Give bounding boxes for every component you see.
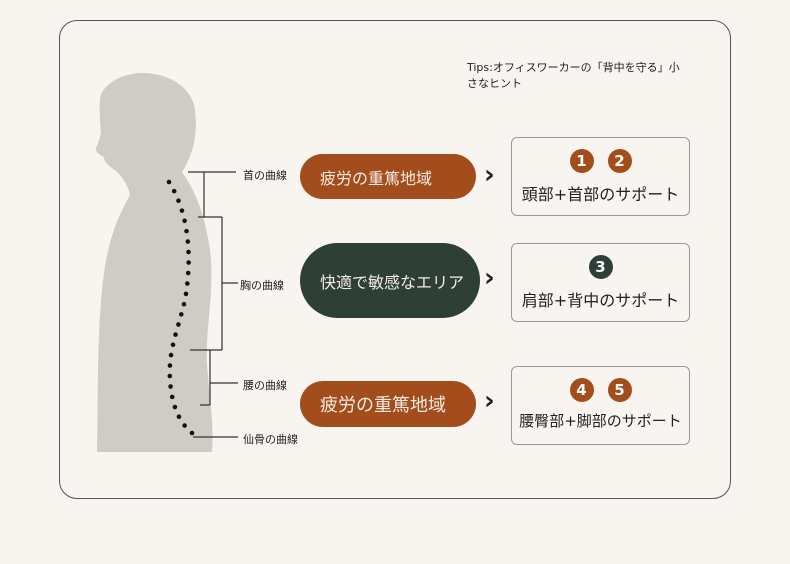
label-neck-curve: 首の曲線 <box>243 169 287 182</box>
support-label: 肩部+背中のサポート <box>521 291 680 310</box>
zone-pill-3: 疲労の重篤地域 <box>300 381 476 427</box>
spine-dot <box>185 239 191 244</box>
zone-pill-1: 疲労の重篤地域 <box>300 154 476 199</box>
number-badge: 5 <box>607 378 632 402</box>
spine-dot <box>179 208 185 213</box>
spine-dots <box>166 179 195 436</box>
number-badge: 4 <box>569 378 594 402</box>
spine-dot <box>172 404 178 410</box>
spine-dot <box>176 414 182 420</box>
spine-dot <box>182 218 187 224</box>
chevron-right-icon: › <box>484 263 495 293</box>
spine-dot <box>168 384 173 389</box>
spine-dot <box>169 394 175 400</box>
support-label: 頭部+首部のサポート <box>521 185 680 204</box>
spine-dot <box>185 281 190 286</box>
spine-dot <box>184 228 189 234</box>
zone-pill-2: 快適で敏感なエリア <box>300 243 480 318</box>
spine-dot <box>186 249 191 255</box>
label-lumbar-curve: 腰の曲線 <box>243 379 287 392</box>
spine-dot <box>168 352 174 358</box>
spine-dot <box>181 301 187 307</box>
spine-dot <box>173 332 178 337</box>
tips-text: Tips:オフィスワーカーの「背中を守る」小さなヒント <box>467 61 680 90</box>
spine-dot <box>185 270 191 276</box>
spine-dot <box>176 322 181 327</box>
number-badge: 3 <box>588 255 613 279</box>
spine-dot <box>170 342 176 348</box>
spine-dot <box>178 312 184 317</box>
label-sacral-curve: 仙骨の曲線 <box>243 433 298 446</box>
spine-dot <box>183 291 189 297</box>
number-badge: 2 <box>607 149 632 173</box>
spine-dot <box>166 179 172 185</box>
spine-dot <box>182 423 187 428</box>
spine-dot <box>189 430 195 436</box>
bracket-lines <box>188 171 238 438</box>
spine-dot <box>167 373 173 379</box>
number-badge: 1 <box>569 149 594 173</box>
chevron-right-icon: › <box>484 160 495 190</box>
spine-dot <box>167 363 173 368</box>
spine-dot <box>186 260 191 265</box>
spine-dot <box>176 198 181 204</box>
chevron-right-icon: › <box>484 386 495 416</box>
support-label: 腰臀部+脚部のサポート <box>519 412 682 430</box>
human-silhouette <box>95 72 213 452</box>
spine-dot <box>171 188 177 194</box>
support-box-2: 3 肩部+背中のサポート <box>511 243 690 322</box>
label-chest-curve: 胸の曲線 <box>240 279 284 292</box>
